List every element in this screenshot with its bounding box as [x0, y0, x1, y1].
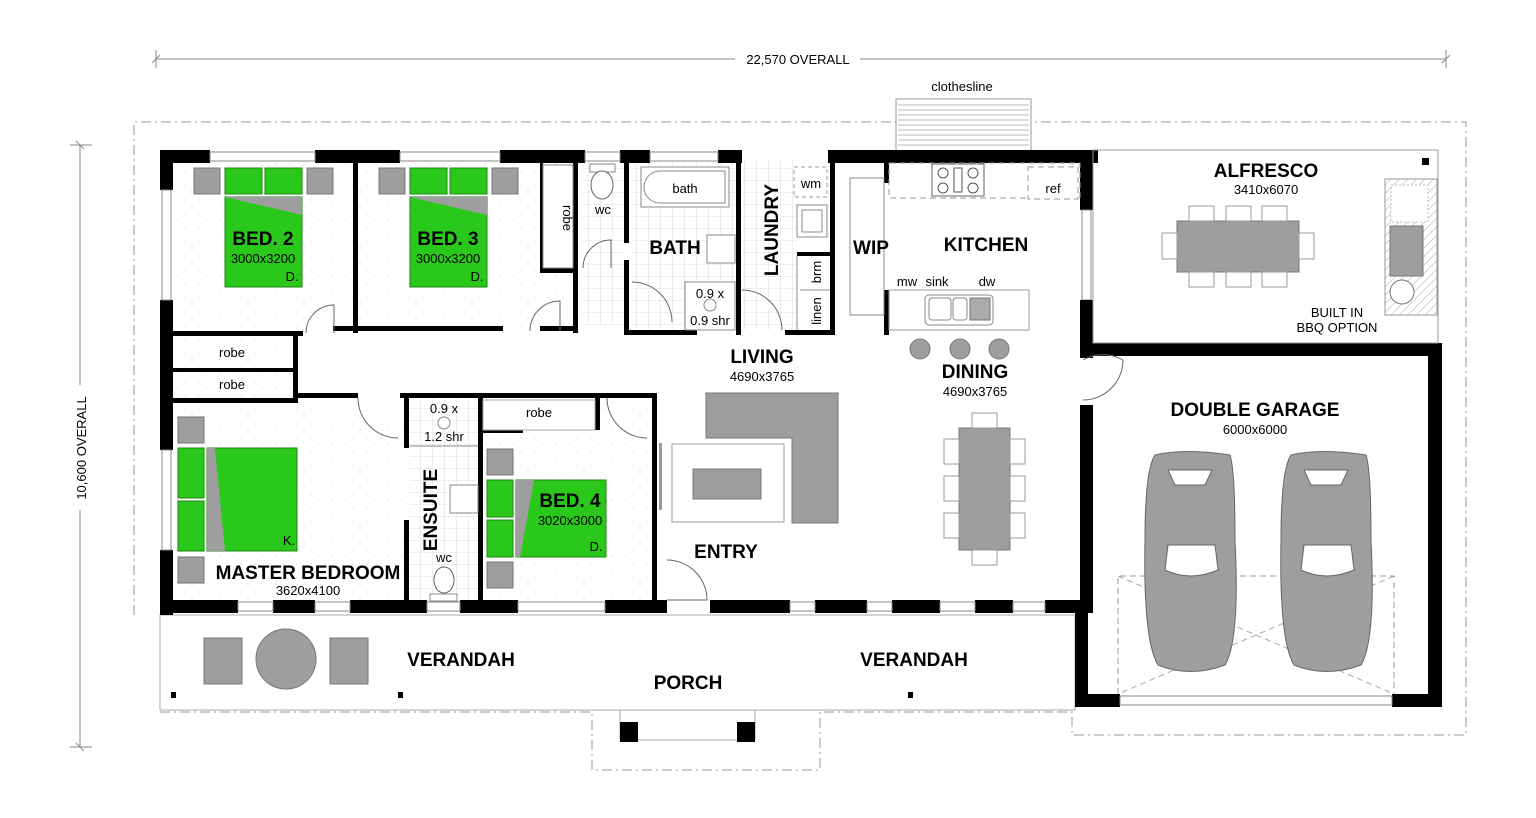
- sink-label: sink: [925, 274, 949, 289]
- overall-depth-label: 10,600 OVERALL: [74, 396, 89, 499]
- living: LIVING 4690x3765: [659, 347, 839, 524]
- verandah: VERANDAH VERANDAH PORCH: [171, 628, 968, 742]
- verandah-left-name: VERANDAH: [407, 650, 515, 671]
- garage-size: 6000x6000: [1223, 422, 1287, 437]
- kitchen-name: KITCHEN: [944, 235, 1028, 256]
- wc-ensuite-label: wc: [435, 550, 452, 565]
- bed3-name: BED. 3: [417, 229, 478, 250]
- bedroom-2: BED. 2 3000x3200 D.: [193, 167, 334, 288]
- clothesline: clothesline: [895, 79, 1032, 152]
- bath-name: BATH: [649, 238, 700, 259]
- bed4-name: BED. 4: [539, 491, 601, 512]
- overall-depth-dimension: 10,600 OVERALL: [70, 140, 92, 752]
- wc-main-label: wc: [594, 202, 611, 217]
- hall-robe-2-label: robe: [219, 377, 245, 392]
- laundry: LAUNDRY wm brm linen: [762, 166, 830, 330]
- walls: [160, 149, 1442, 707]
- bedroom-3: BED. 3 3000x3200 D. robe: [378, 164, 575, 288]
- bed4-size: 3020x3000: [538, 513, 602, 528]
- living-name: LIVING: [730, 347, 793, 368]
- alfresco-size: 3410x6070: [1234, 182, 1298, 197]
- bed2-name: BED. 2: [232, 229, 293, 250]
- doors: [305, 239, 1124, 601]
- bed3-robe-label: robe: [560, 205, 575, 231]
- hall-robe-1-label: robe: [219, 345, 245, 360]
- ref-label: ref: [1045, 181, 1061, 196]
- bath-tub-label: bath: [672, 181, 697, 196]
- double-garage: DOUBLE GARAGE 6000x6000: [1117, 400, 1395, 695]
- bath-shower-line2: 0.9 shr: [690, 313, 730, 328]
- car-right: [1280, 451, 1373, 672]
- laundry-name: LAUNDRY: [762, 184, 783, 277]
- ensuite: 0.9 x 1.2 shr ENSUITE wc: [409, 401, 479, 602]
- living-size: 4690x3765: [730, 369, 794, 384]
- brm-label: brm: [809, 261, 824, 283]
- bed2-size: 3000x3200: [231, 251, 295, 266]
- mw-label: mw: [897, 274, 918, 289]
- garage-name: DOUBLE GARAGE: [1171, 400, 1340, 421]
- car-left: [1144, 451, 1237, 672]
- bath-shower-line1: 0.9 x: [696, 286, 725, 301]
- dining: DINING 4690x3765: [942, 362, 1026, 566]
- linen-label: linen: [809, 297, 824, 324]
- ensuite-shower-line1: 0.9 x: [430, 401, 459, 416]
- roof-outline: [133, 121, 1467, 771]
- dining-size: 4690x3765: [943, 384, 1007, 399]
- ensuite-name: ENSUITE: [421, 469, 442, 551]
- bed3-size: 3000x3200: [416, 251, 480, 266]
- bbq-label-line2: BBQ OPTION: [1297, 320, 1378, 335]
- dining-name: DINING: [942, 362, 1009, 383]
- entry-name: ENTRY: [694, 542, 758, 563]
- master-bedroom: K. MASTER BEDROOM 3620x4100: [177, 416, 401, 598]
- bed2-bed-type: D.: [286, 269, 299, 284]
- porch-name: PORCH: [654, 673, 723, 694]
- bed3-bed-type: D.: [471, 269, 484, 284]
- master-size: 3620x4100: [276, 583, 340, 598]
- overall-width-label: 22,570 OVERALL: [746, 52, 849, 67]
- bbq-label-line1: BUILT IN: [1311, 305, 1363, 320]
- bathroom: bath BATH 0.9 x 0.9 shr: [640, 166, 736, 331]
- master-name: MASTER BEDROOM: [216, 563, 401, 584]
- bed4-bed-type: D.: [590, 539, 603, 554]
- verandah-right-name: VERANDAH: [860, 650, 968, 671]
- wip: WIP: [849, 177, 889, 316]
- master-bed-type: K.: [283, 533, 295, 548]
- dw-label: dw: [979, 274, 996, 289]
- ensuite-shower-line2: 1.2 shr: [424, 429, 464, 444]
- alfresco: ALFRESCO 3410x6070 BUILT IN BBQ OPTION: [1161, 161, 1438, 335]
- hall-robes: robe robe: [219, 345, 245, 392]
- wm-label: wm: [800, 176, 821, 191]
- clothesline-label: clothesline: [931, 79, 992, 94]
- wc-main: wc: [589, 163, 616, 217]
- bedroom-4: robe BED. 4 3020x3000 D.: [482, 399, 607, 589]
- alfresco-name: ALFRESCO: [1214, 161, 1319, 182]
- kitchen: ref KITCHEN mw sink dw: [888, 162, 1081, 360]
- overall-width-dimension: 22,570 OVERALL: [151, 50, 1451, 68]
- wip-name: WIP: [853, 238, 889, 259]
- bed4-robe-label: robe: [526, 405, 552, 420]
